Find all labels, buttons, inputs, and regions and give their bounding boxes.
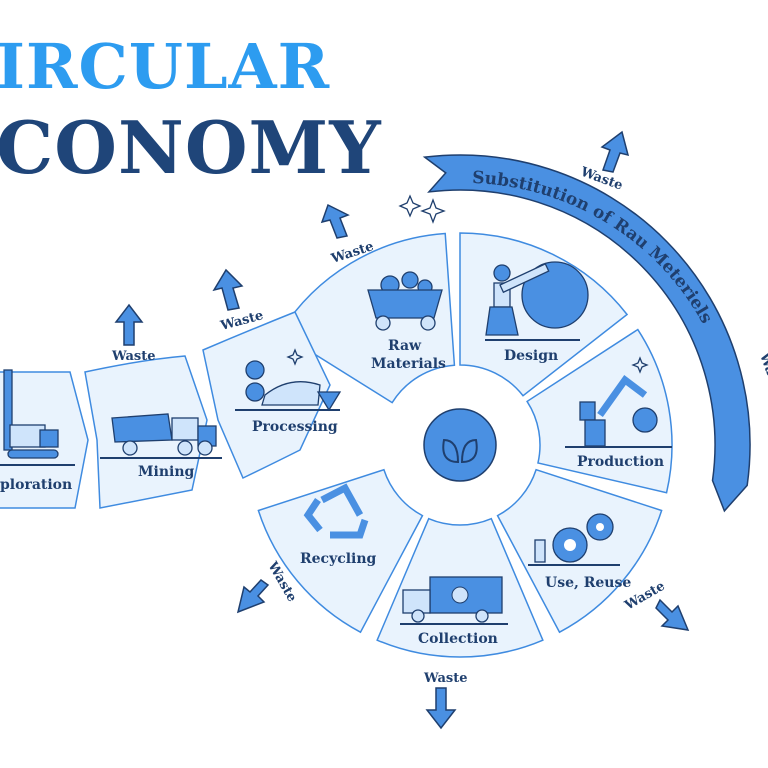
label-materials: Materials — [371, 356, 446, 372]
title-line-2: CONOMY — [0, 105, 382, 190]
drill-rig-icon — [0, 369, 75, 466]
label-raw: Raw — [388, 338, 422, 354]
substitution-arc-band — [422, 154, 751, 513]
label-production: Production — [577, 454, 664, 470]
garbage-truck-icon — [400, 576, 508, 625]
waste-arrow-raw — [320, 203, 350, 239]
label-recycling: Recycling — [300, 551, 377, 567]
label-mining: Mining — [138, 464, 194, 480]
label-design: Design — [504, 348, 558, 364]
waste-label: Waste — [111, 349, 156, 364]
title-line-1: IRCULAR — [0, 30, 331, 103]
waste-arrow-collection — [425, 687, 457, 730]
waste-label: Waste — [423, 671, 468, 686]
waste-arrow-top — [600, 130, 630, 173]
recycle-icon — [303, 483, 369, 539]
waste-label-right: Wa — [756, 350, 768, 377]
label-exploration: ploration — [0, 477, 72, 493]
waste-arrow-mining — [114, 303, 144, 346]
label-use-reuse: Use, Reuse — [545, 575, 631, 591]
waste-arrow-use-reuse — [655, 598, 690, 631]
panel-recycling — [257, 468, 424, 634]
processing-machine-icon — [235, 360, 342, 412]
designer-pencil-icon — [485, 261, 589, 341]
label-collection: Collection — [418, 631, 498, 647]
mine-cart-icon — [367, 271, 443, 331]
gears-icon — [528, 513, 620, 566]
label-processing: Processing — [252, 419, 338, 435]
center-circle — [423, 408, 497, 482]
leaf-icon — [442, 438, 478, 464]
sparkle-icon — [286, 194, 649, 374]
waste-arrow-recycling — [236, 579, 270, 614]
waste-arrow-processing — [212, 268, 244, 311]
dump-truck-icon — [100, 413, 222, 459]
robot-arm-icon — [565, 375, 672, 448]
